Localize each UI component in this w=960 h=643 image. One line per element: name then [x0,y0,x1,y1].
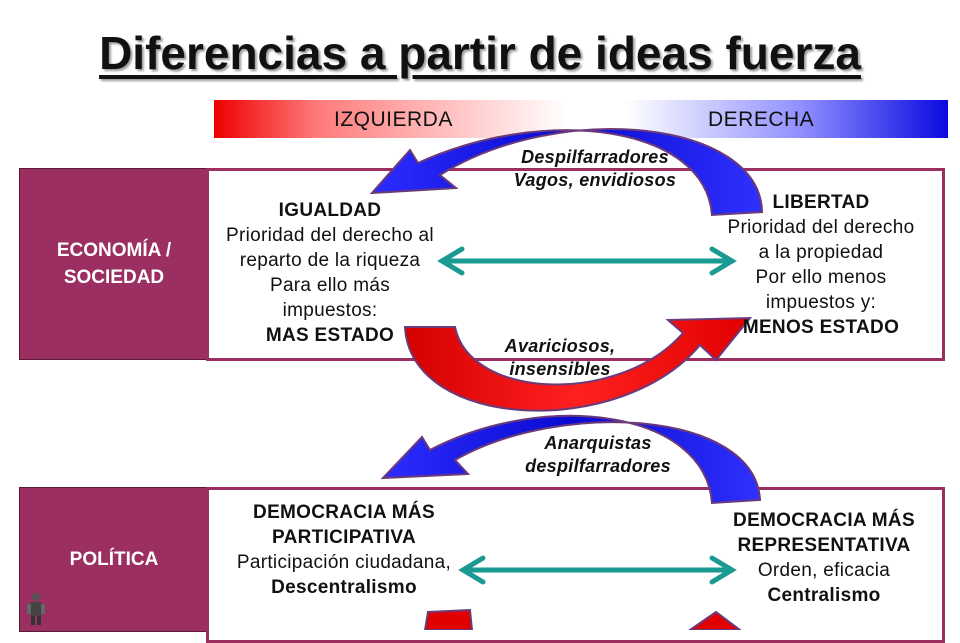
row-label-economia-line2: SOCIEDAD [63,267,165,288]
panel-politica [206,487,945,643]
economia-left-block: IGUALDAD Prioridad del derecho al repart… [210,198,450,348]
figure-icon [27,593,45,625]
row-label-economia: ECONOMÍA / SOCIEDAD [19,168,209,360]
politica-left-heading-1: DEMOCRACIA MÁS [253,502,435,523]
connector-arrow-politica [458,555,737,585]
page-title: Diferencias a partir de ideas fuerza [99,27,861,79]
economia-right-block: LIBERTAD Prioridad del derecho a la prop… [712,190,930,340]
politica-right-block: DEMOCRACIA MÁS REPRESENTATIVA Orden, efi… [712,508,936,608]
economia-left-line-2: reparto de la riqueza [239,250,421,271]
red-arrow-bottom-economia [403,316,753,412]
politica-top-arrow-label: Anarquistas despilfarradores [500,432,696,478]
spectrum-left-label: IZQUIERDA [334,108,453,131]
economia-top-arrow-label: Despilfarradores Vagos, envidiosos [490,146,700,192]
political-spectrum-bar: IZQUIERDA DERECHA [214,100,948,138]
politica-left-heading-2: PARTICIPATIVA [272,527,416,548]
politica-right-heading-1: DEMOCRACIA MÁS [733,510,915,531]
row-label-politica-text: POLÍTICA [69,549,159,570]
row-label-politica: POLÍTICA [19,487,209,632]
row-label-economia-line1: ECONOMÍA / [56,240,172,261]
economia-right-line-2: a la propiedad [758,242,884,263]
economia-bottom-arrow-label: Avariciosos, insensibles [470,335,650,381]
economia-right-line-1: Prioridad del derecho [727,217,915,238]
politica-right-emphasis: Centralismo [767,585,881,606]
red-arrow-bottom-politica-left [423,608,474,630]
economia-right-heading: LIBERTAD [772,192,870,213]
economia-right-emphasis: MENOS ESTADO [742,317,900,338]
economia-left-emphasis: MAS ESTADO [265,325,395,346]
economia-right-line-4: impuestos y: [765,292,877,313]
connector-arrow-economia [437,246,737,276]
economia-left-line-3: Para ello más [269,275,391,296]
economia-top-arrow-label-1: Despilfarradores [521,147,669,167]
blue-arrow-top-economia [369,128,764,217]
politica-left-emphasis: Descentralismo [271,577,417,598]
economia-left-line-4: impuestos: [282,300,378,321]
economia-bottom-arrow-label-2: insensibles [509,359,611,379]
economia-right-line-3: Por ello menos [755,267,887,288]
panel-economia [206,168,945,361]
economia-bottom-arrow-label-1: Avariciosos, [504,336,616,356]
blue-arrow-top-politica [380,414,762,505]
economia-left-line-1: Prioridad del derecho al [226,225,434,246]
arrows-layer [369,128,764,630]
politica-top-arrow-label-1: Anarquistas [544,433,652,453]
politica-right-line: Orden, eficacia [757,560,891,581]
politica-left-block: DEMOCRACIA MÁS PARTICIPATIVA Participaci… [218,500,470,600]
red-arrow-bottom-politica-right [688,610,742,630]
politica-right-heading-2: REPRESENTATIVA [737,535,911,556]
economia-top-arrow-label-2: Vagos, envidiosos [513,170,677,190]
politica-left-line: Participación ciudadana, [236,552,452,573]
politica-top-arrow-label-2: despilfarradores [525,456,671,476]
spectrum-right-label: DERECHA [708,108,815,131]
economia-left-heading: IGUALDAD [278,200,382,221]
